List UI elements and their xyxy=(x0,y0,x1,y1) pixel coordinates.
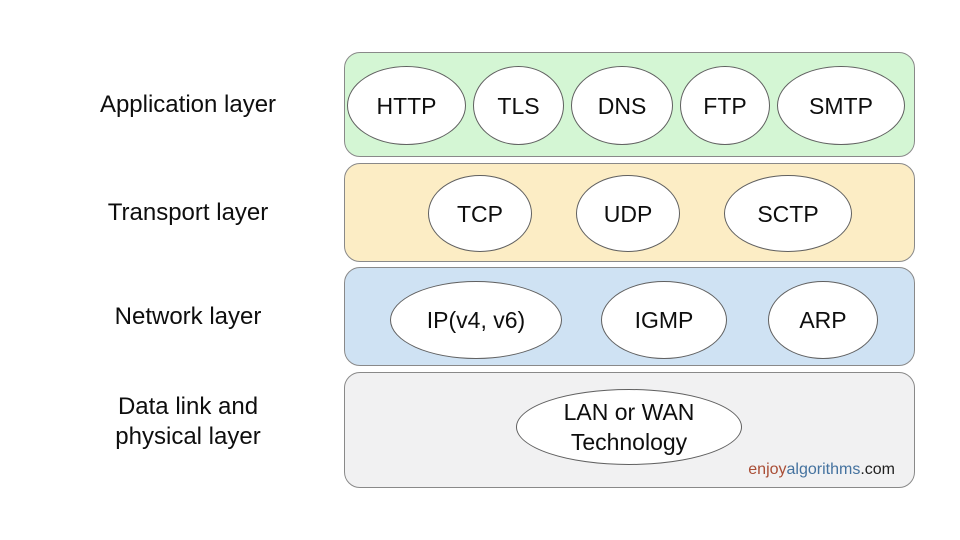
watermark-algorithms: algorithms xyxy=(786,461,861,478)
protocol-ellipse-dns: DNS xyxy=(571,66,673,145)
layer-label-datalink-physical: Data link and physical layer xyxy=(40,372,336,488)
protocol-ellipse-ftp: FTP xyxy=(680,66,770,145)
protocol-label: UDP xyxy=(603,200,653,227)
protocol-label: FTP xyxy=(703,92,747,119)
layer-label-transport: Transport layer xyxy=(40,163,336,262)
protocol-ellipse-smtp: SMTP xyxy=(777,66,905,145)
protocol-label: TCP xyxy=(457,200,503,227)
protocol-label: DNS xyxy=(597,92,647,119)
layer-label-text: Transport layer xyxy=(107,198,269,226)
protocol-label: SMTP xyxy=(809,92,873,119)
protocol-label: SCTP xyxy=(757,200,819,227)
layer-label-text: Network layer xyxy=(114,302,262,330)
protocol-label: IP(v4, v6) xyxy=(426,307,526,333)
protocol-ellipse-tcp: TCP xyxy=(428,175,532,252)
watermark-domain: .com xyxy=(860,461,895,478)
protocol-label: IGMP xyxy=(634,307,694,333)
protocol-ellipse-udp: UDP xyxy=(576,175,680,252)
protocol-ellipse-sctp: SCTP xyxy=(724,175,852,252)
watermark: enjoyalgorithms.com xyxy=(745,461,895,479)
protocol-ellipse-igmp: IGMP xyxy=(601,281,727,359)
protocol-ellipse-lan-wan: LAN or WAN Technology xyxy=(516,389,742,465)
layer-label-application: Application layer xyxy=(40,52,336,157)
watermark-enjoy: enjoy xyxy=(748,461,787,478)
protocol-label: TLS xyxy=(497,92,540,119)
protocol-label: LAN or WAN Technology xyxy=(563,399,695,455)
protocol-ellipse-http: HTTP xyxy=(347,66,466,145)
protocol-ellipse-tls: TLS xyxy=(473,66,564,145)
protocol-ellipse-ip: IP(v4, v6) xyxy=(390,281,562,359)
layer-label-text: Data link and physical layer xyxy=(115,393,261,450)
protocol-ellipse-arp: ARP xyxy=(768,281,878,359)
layer-label-network: Network layer xyxy=(40,267,336,366)
protocol-label: ARP xyxy=(799,307,847,333)
layer-label-text: Application layer xyxy=(99,90,277,118)
protocol-label: HTTP xyxy=(376,92,437,119)
